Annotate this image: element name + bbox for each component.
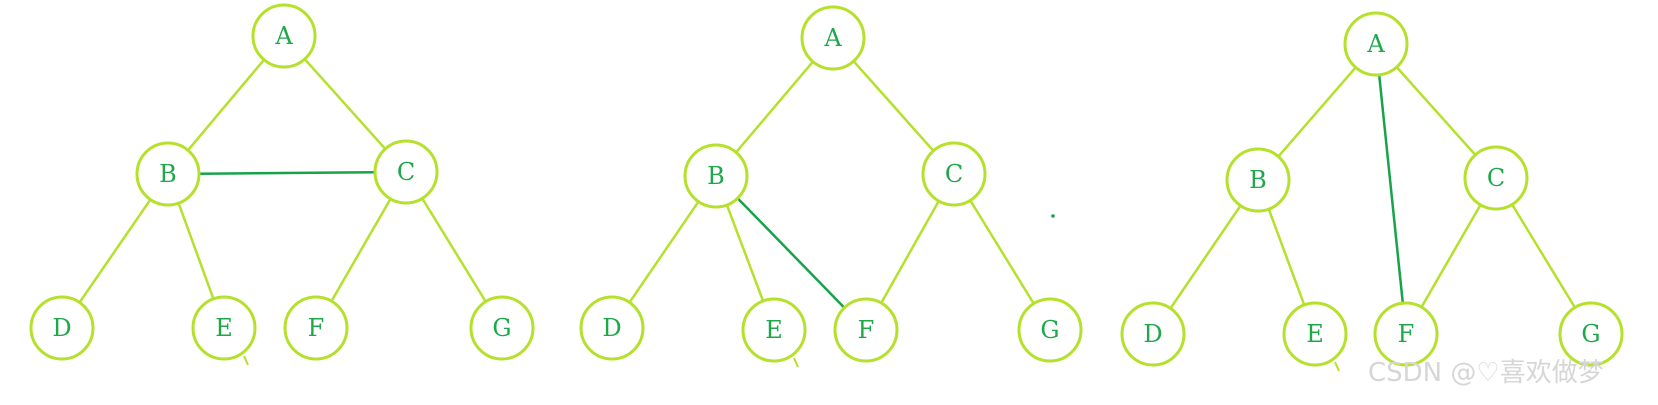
- highlight-edge-B-C: [198, 171, 376, 175]
- edge-B-E: [1267, 208, 1306, 306]
- edge-A-C: [303, 58, 387, 150]
- edge-A-B: [735, 60, 814, 154]
- edge-C-F: [330, 198, 392, 302]
- node-label-B: B: [159, 160, 177, 188]
- node-B: [1225, 147, 1291, 213]
- node-label-F: F: [1398, 320, 1415, 348]
- node-A: [800, 5, 866, 71]
- edge-A-B: [1277, 66, 1357, 158]
- node-D: [29, 295, 95, 361]
- node-label-D: D: [602, 314, 621, 342]
- node-F: [283, 295, 349, 361]
- node-G: [1558, 301, 1624, 367]
- node-label-A: A: [823, 24, 842, 52]
- node-A: [1343, 11, 1409, 77]
- node-label-E: E: [215, 314, 233, 342]
- edge-A-B: [186, 58, 266, 152]
- node-D: [579, 295, 645, 361]
- node-G: [469, 295, 535, 361]
- node-B: [683, 143, 749, 209]
- edge-C-F: [880, 200, 940, 304]
- edge-B-D: [628, 200, 700, 304]
- node-E: [741, 297, 807, 363]
- node-B: [135, 141, 201, 207]
- node-C: [921, 141, 987, 207]
- node-C: [373, 139, 439, 205]
- node-label-F: F: [308, 314, 325, 342]
- node-F: [1373, 301, 1439, 367]
- node-label-B: B: [1249, 166, 1267, 194]
- stray-dot: [1051, 214, 1055, 218]
- node-D: [1120, 301, 1186, 367]
- node-label-G: G: [1581, 320, 1600, 348]
- edge-A-C: [1395, 66, 1477, 156]
- node-C: [1463, 145, 1529, 211]
- tree-2: A B C D E F G: [579, 5, 1083, 368]
- node-label-B: B: [707, 162, 725, 190]
- node-label-E: E: [765, 316, 783, 344]
- node-label-D: D: [52, 314, 71, 342]
- node-E: [1282, 301, 1348, 367]
- node-label-C: C: [397, 158, 415, 186]
- edge-C-G: [421, 197, 487, 303]
- node-F: [833, 297, 899, 363]
- node-label-A: A: [274, 22, 293, 50]
- node-E: [191, 295, 257, 361]
- edge-A-C: [852, 60, 935, 152]
- node-A: [251, 3, 317, 69]
- edge-B-E: [177, 202, 215, 300]
- highlight-edge-B-F: [736, 197, 846, 309]
- tree-1: A B C D E F G: [29, 3, 535, 366]
- highlight-edge-A-F: [1377, 74, 1405, 304]
- edge-C-G: [969, 199, 1035, 305]
- tree-3: A B C D E F G: [1120, 11, 1624, 372]
- node-label-A: A: [1366, 30, 1385, 58]
- edge-B-E: [725, 204, 765, 302]
- node-label-C: C: [1487, 164, 1505, 192]
- edge-C-F: [1420, 204, 1482, 308]
- node-G: [1017, 297, 1083, 363]
- node-label-G: G: [492, 314, 511, 342]
- node-label-E: E: [1306, 320, 1324, 348]
- edge-C-G: [1511, 203, 1576, 309]
- edge-B-D: [1169, 204, 1242, 310]
- node-label-G: G: [1040, 316, 1059, 344]
- node-E-tail-mark: [243, 355, 249, 366]
- node-label-D: D: [1143, 320, 1162, 348]
- node-label-C: C: [945, 160, 963, 188]
- node-label-F: F: [858, 316, 875, 344]
- node-E-tail-mark: [1334, 361, 1340, 372]
- csdn-watermark: CSDN @♡喜欢做梦: [1368, 358, 1604, 388]
- node-E-tail-mark: [793, 357, 799, 368]
- edge-B-D: [78, 198, 152, 304]
